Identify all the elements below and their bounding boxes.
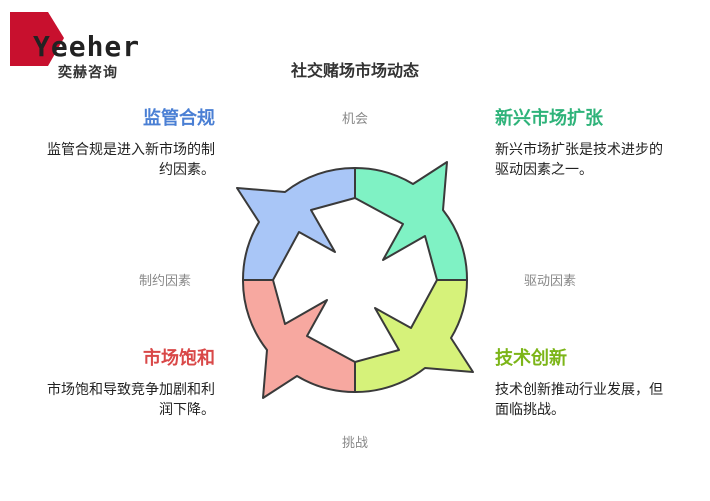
desc-bottom-left-line2: 润下降。 [159,402,215,418]
desc-bottom-left: 市场饱和导致竞争加剧和利 润下降。 [15,380,215,420]
desc-top-left-line2: 约因素。 [159,162,215,178]
desc-top-right-line2: 驱动因素之一。 [495,162,593,178]
desc-bottom-left-line1: 市场饱和导致竞争加剧和利 [47,382,215,398]
desc-top-left: 监管合规是进入新市场的制 约因素。 [15,140,215,180]
desc-bottom-right-line1: 技术创新推动行业发展，但 [495,382,663,398]
heading-bottom-left: 市场饱和 [143,348,215,369]
logo-word: Yeeher [33,30,141,63]
desc-bottom-right-line2: 面临挑战。 [495,402,565,418]
axis-label-left: 制约因素 [138,274,191,289]
page-title: 社交赌场市场动态 [290,61,419,80]
logo-mark-icon [10,12,64,66]
axis-label-bottom: 挑战 [341,436,368,451]
desc-top-right: 新兴市场扩张是技术进步的 驱动因素之一。 [495,140,695,180]
heading-top-right: 新兴市场扩张 [495,108,603,129]
axis-label-right: 驱动因素 [523,274,576,289]
heading-top-left: 监管合规 [143,108,215,129]
axis-label-top: 机会 [341,112,368,127]
segment-top-left [236,166,356,281]
cycle-diagram [236,161,474,399]
desc-bottom-right: 技术创新推动行业发展，但 面临挑战。 [495,380,695,420]
brand-logo: Yeeher 奕赫咨询 [8,8,143,81]
heading-bottom-right: 技术创新 [495,348,567,369]
desc-top-right-line1: 新兴市场扩张是技术进步的 [495,142,663,158]
segment-bottom-left [241,279,356,399]
segment-bottom-right [354,279,474,394]
segment-top-right [354,161,469,281]
desc-top-left-line1: 监管合规是进入新市场的制 [47,142,215,158]
logo-subtitle: 奕赫咨询 [58,65,118,81]
